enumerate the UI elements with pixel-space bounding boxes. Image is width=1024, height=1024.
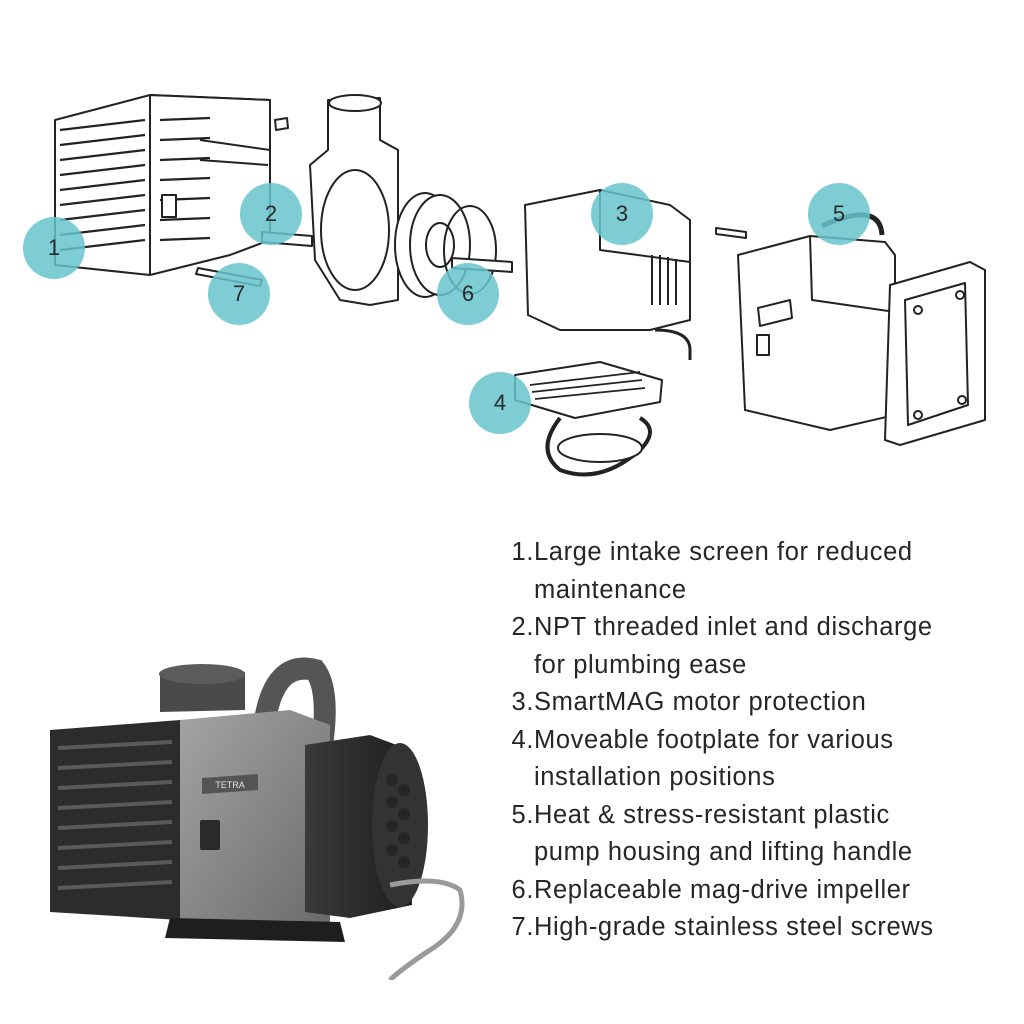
footplate-part	[514, 361, 663, 477]
callout-4: 4	[469, 372, 531, 434]
product-logo: TETRA	[215, 780, 245, 790]
feature-list: 1.Large intake screen for reduced mainte…	[506, 534, 1006, 947]
feature-item: 4.Moveable footplate for various install…	[511, 725, 894, 792]
pump-housing-part	[737, 212, 896, 431]
callout-2: 2	[240, 183, 302, 245]
callout-5: 5	[808, 183, 870, 245]
callout-6: 6	[437, 263, 499, 325]
callout-7: 7	[208, 263, 270, 325]
feature-item: 3.SmartMAG motor protection	[511, 688, 867, 716]
feature-item: 6.Replaceable mag-drive impeller	[511, 875, 911, 904]
callout-1: 1	[23, 217, 85, 279]
assembled-pump-image: TETRA	[50, 657, 465, 980]
feature-item: 7.High-grade stainless steel screws	[511, 913, 934, 941]
feature-item: 2.NPT threaded inlet and discharge for p…	[511, 613, 933, 679]
inlet-housing-part	[261, 94, 399, 306]
gasket-plate-part	[884, 261, 986, 446]
feature-item: 1.Large intake screen for reduced mainte…	[511, 538, 913, 604]
callout-3: 3	[591, 183, 653, 245]
feature-item: 5.Heat & stress-resistant plastic pump h…	[511, 800, 913, 867]
intake-screen-part	[54, 94, 271, 276]
exploded-pump-diagram	[54, 94, 986, 477]
